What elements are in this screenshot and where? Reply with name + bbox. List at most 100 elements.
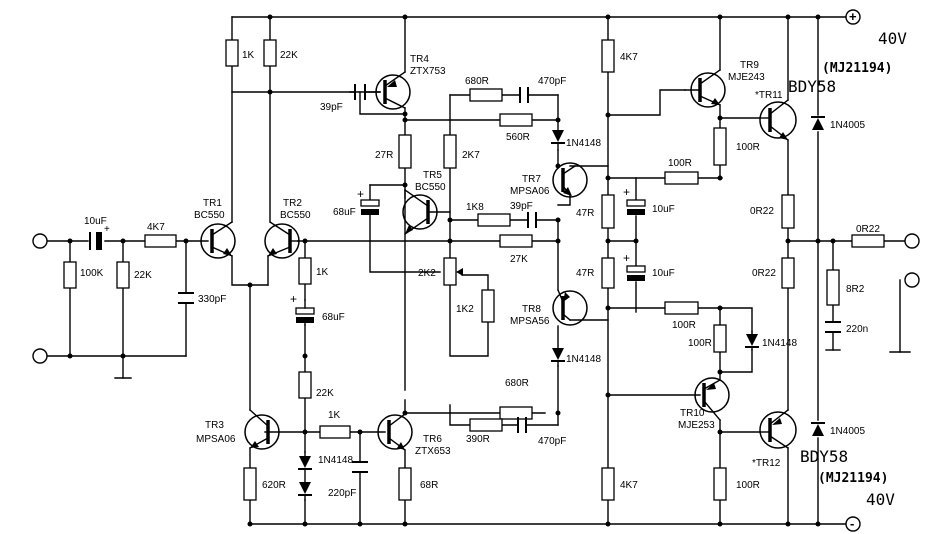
resistor-100r-bot-h — [664, 301, 699, 315]
diode-1n4148-right — [745, 334, 759, 348]
resistor-680r-bot — [499, 406, 533, 420]
output-terminal — [904, 233, 920, 249]
label-positive-voltage: 40V — [878, 29, 907, 48]
resistor-1k-tr6 — [319, 425, 351, 439]
label-8r2: 8R2 — [846, 284, 865, 295]
label-100r-top-v: 100R — [736, 142, 760, 153]
label-390r: 390R — [466, 434, 490, 445]
resistor-2k7 — [443, 134, 457, 169]
label-22k-mid: 22K — [316, 388, 334, 399]
label-27k: 27K — [510, 254, 528, 265]
cap-39pf-tr4 — [354, 84, 366, 100]
label-tr8-ref: TR8 — [522, 304, 541, 315]
label-2k2: 2K2 — [418, 268, 436, 279]
resistor-390r — [469, 418, 503, 432]
label-10uf-input: 10uF — [84, 216, 107, 227]
resistor-68r — [398, 467, 412, 501]
label-1k-top: 1K — [242, 50, 255, 61]
label-2k7: 2K7 — [462, 150, 480, 161]
label-1n4005-bot: 1N4005 — [830, 426, 865, 437]
output-ground-terminal — [904, 272, 920, 288]
label-560r: 560R — [506, 132, 530, 143]
plus-sign: + — [849, 9, 857, 24]
label-tr6-type: ZTX653 — [415, 446, 451, 457]
resistor-100k — [63, 261, 77, 289]
resistor-1k2 — [481, 289, 495, 323]
junctions — [67, 14, 836, 527]
label-100r-bot-v: 100R — [688, 338, 712, 349]
input-terminal — [32, 233, 48, 249]
cap-220n — [825, 321, 841, 333]
label-bottom-device: BDY58 — [800, 447, 848, 466]
label-10uf-bot-plus: + — [623, 251, 630, 265]
label-100k: 100K — [80, 268, 104, 279]
label-1k-tr2: 1K — [316, 267, 329, 278]
label-68uf-low: 68uF — [322, 312, 345, 323]
resistor-4k7-top — [601, 39, 615, 73]
cap-470pf-top — [519, 87, 529, 103]
resistor-47r-top — [601, 194, 615, 229]
pot-wiper-arrow — [456, 268, 463, 276]
diode-1n4005-top — [811, 116, 825, 130]
transistor-tr1 — [200, 221, 236, 259]
cap-10uf-top — [626, 199, 646, 215]
transistor-tr7 — [552, 162, 588, 198]
label-negative-voltage: 40V — [866, 490, 895, 509]
resistor-0r22-bot — [781, 257, 795, 289]
resistor-620r — [243, 467, 257, 501]
resistor-27k — [499, 234, 533, 248]
label-4k7-input: 4K7 — [147, 222, 165, 233]
transistors — [200, 69, 797, 451]
label-top-device: BDY58 — [788, 77, 836, 96]
label-0r22-top: 0R22 — [750, 206, 774, 217]
label-tr10-ref: TR10 — [680, 408, 705, 419]
diode-1n4005-bot — [811, 422, 825, 436]
cap-10uf-input — [89, 232, 102, 250]
label-tr4-ref: TR4 — [410, 54, 429, 65]
label-47r-bot: 47R — [576, 268, 594, 279]
resistor-22k-mid — [298, 371, 312, 399]
resistor-4k7-input — [144, 234, 177, 248]
label-220pf: 220pF — [328, 488, 356, 499]
label-tr11-ref: *TR11 — [755, 90, 783, 101]
transistor-tr2 — [264, 221, 300, 259]
resistor-27r — [398, 134, 412, 169]
label-tr2-ref: TR2 — [283, 198, 302, 209]
cap-220pf — [352, 461, 368, 473]
cap-68uf-low — [295, 307, 315, 323]
label-tr9-ref: TR9 — [740, 60, 759, 71]
label-47r-top: 47R — [576, 208, 594, 219]
label-68uf-tr5-plus: + — [357, 187, 364, 201]
transistor-tr8 — [552, 289, 588, 326]
resistor-560r — [499, 113, 533, 127]
transistor-tr10 — [694, 377, 730, 421]
cap-68uf-tr5 — [360, 199, 380, 215]
label-27r: 27R — [375, 150, 393, 161]
transistor-tr9 — [684, 69, 726, 108]
resistors — [63, 39, 885, 501]
label-0r22-out: 0R22 — [856, 224, 880, 235]
label-10uf-top: 10uF — [652, 204, 675, 215]
label-bottom-device-note: (MJ21194) — [818, 471, 888, 486]
label-680r-bot: 680R — [505, 378, 529, 389]
cap-39pf-mid — [527, 212, 537, 228]
label-10uf-input-plus: + — [104, 224, 110, 235]
transistor-tr3 — [244, 409, 280, 450]
resistor-680r-top — [469, 88, 503, 102]
minus-sign: - — [850, 516, 854, 531]
transistor-tr5 — [402, 189, 451, 235]
transistor-tr12 — [759, 409, 797, 449]
label-100r-top-h: 100R — [668, 158, 692, 169]
resistor-1k8 — [477, 213, 511, 227]
label-tr1-type: BC550 — [194, 210, 225, 221]
diode-1n4148-bot — [551, 348, 565, 362]
label-10uf-bot: 10uF — [652, 268, 675, 279]
terminals: + - — [32, 9, 920, 532]
resistor-100r-top-v — [713, 127, 727, 166]
label-tr5-ref: TR5 — [423, 170, 442, 181]
resistor-100r-bot-v — [713, 324, 727, 353]
label-tr6-ref: TR6 — [423, 434, 442, 445]
resistor-4k7-bot — [601, 467, 615, 501]
resistor-22k-input — [116, 261, 130, 289]
